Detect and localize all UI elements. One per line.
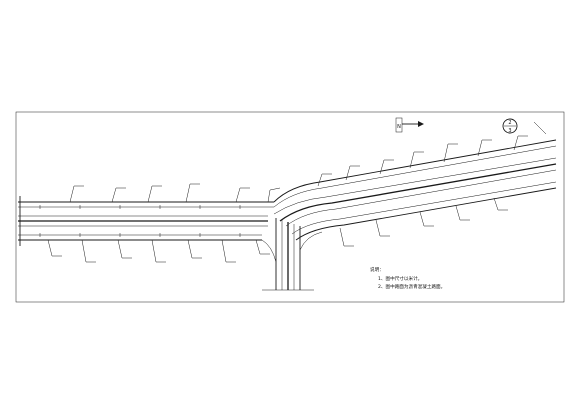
station-leader <box>47 239 62 257</box>
station-leader <box>477 139 492 157</box>
north-arrow-box <box>395 117 403 133</box>
branch-edge-top <box>273 139 557 203</box>
lane-tick-marks <box>39 205 241 237</box>
corner-radius-right <box>299 231 323 251</box>
sheet-number-circle <box>502 118 518 134</box>
station-leader <box>455 205 470 221</box>
note-item-1: 1、图中尺寸以米计。 <box>378 275 422 282</box>
branch-lane-3 <box>285 169 557 227</box>
cross-road <box>261 218 323 291</box>
station-leader <box>147 185 162 203</box>
station-leaders-bottom <box>47 239 270 263</box>
notes-title: 说明： <box>370 266 384 273</box>
station-leader <box>345 165 360 181</box>
station-leader <box>267 187 281 203</box>
station-leader <box>317 173 332 187</box>
branch-lane-1 <box>273 145 557 208</box>
branch-edge-bottom <box>295 187 557 241</box>
station-leader <box>221 239 236 263</box>
station-leader <box>339 227 354 247</box>
sheet-number: 2 <box>508 120 511 126</box>
station-leader <box>379 159 394 175</box>
right-road-branch <box>273 139 557 241</box>
corner-radius-left <box>261 239 277 263</box>
sheet-pointer <box>533 121 547 135</box>
station-leader <box>151 239 166 263</box>
station-leader <box>409 151 424 169</box>
branch-lane-4 <box>291 181 557 235</box>
station-leader <box>111 187 126 203</box>
station-leader <box>419 211 434 227</box>
station-leader <box>185 183 200 203</box>
station-leader <box>81 239 96 263</box>
note-item-2: 2、图中路面为沥青混凝土路面。 <box>378 283 445 290</box>
station-leader <box>255 239 270 255</box>
north-arrow: N <box>395 117 424 133</box>
station-leader <box>117 239 132 259</box>
station-leaders-branch <box>317 135 528 247</box>
sheet-total: 3 <box>508 128 511 134</box>
north-arrow-label: N <box>397 124 401 130</box>
branch-center-line <box>279 163 557 222</box>
drawing-frame <box>15 111 565 303</box>
station-leader <box>69 185 84 203</box>
station-leader <box>235 187 250 203</box>
station-leader <box>187 239 202 259</box>
left-road-section <box>18 196 274 246</box>
station-leader <box>375 219 390 237</box>
notes-block: 说明： 1、图中尺寸以米计。 2、图中路面为沥青混凝土路面。 <box>370 266 445 290</box>
station-leader <box>443 143 458 163</box>
station-leader <box>513 135 528 151</box>
station-leader <box>493 197 508 211</box>
station-leaders-top <box>69 183 281 203</box>
branch-lane-2 <box>273 157 557 215</box>
north-arrow-head <box>418 121 424 127</box>
sheet-number-badge: 2 3 <box>502 118 547 135</box>
